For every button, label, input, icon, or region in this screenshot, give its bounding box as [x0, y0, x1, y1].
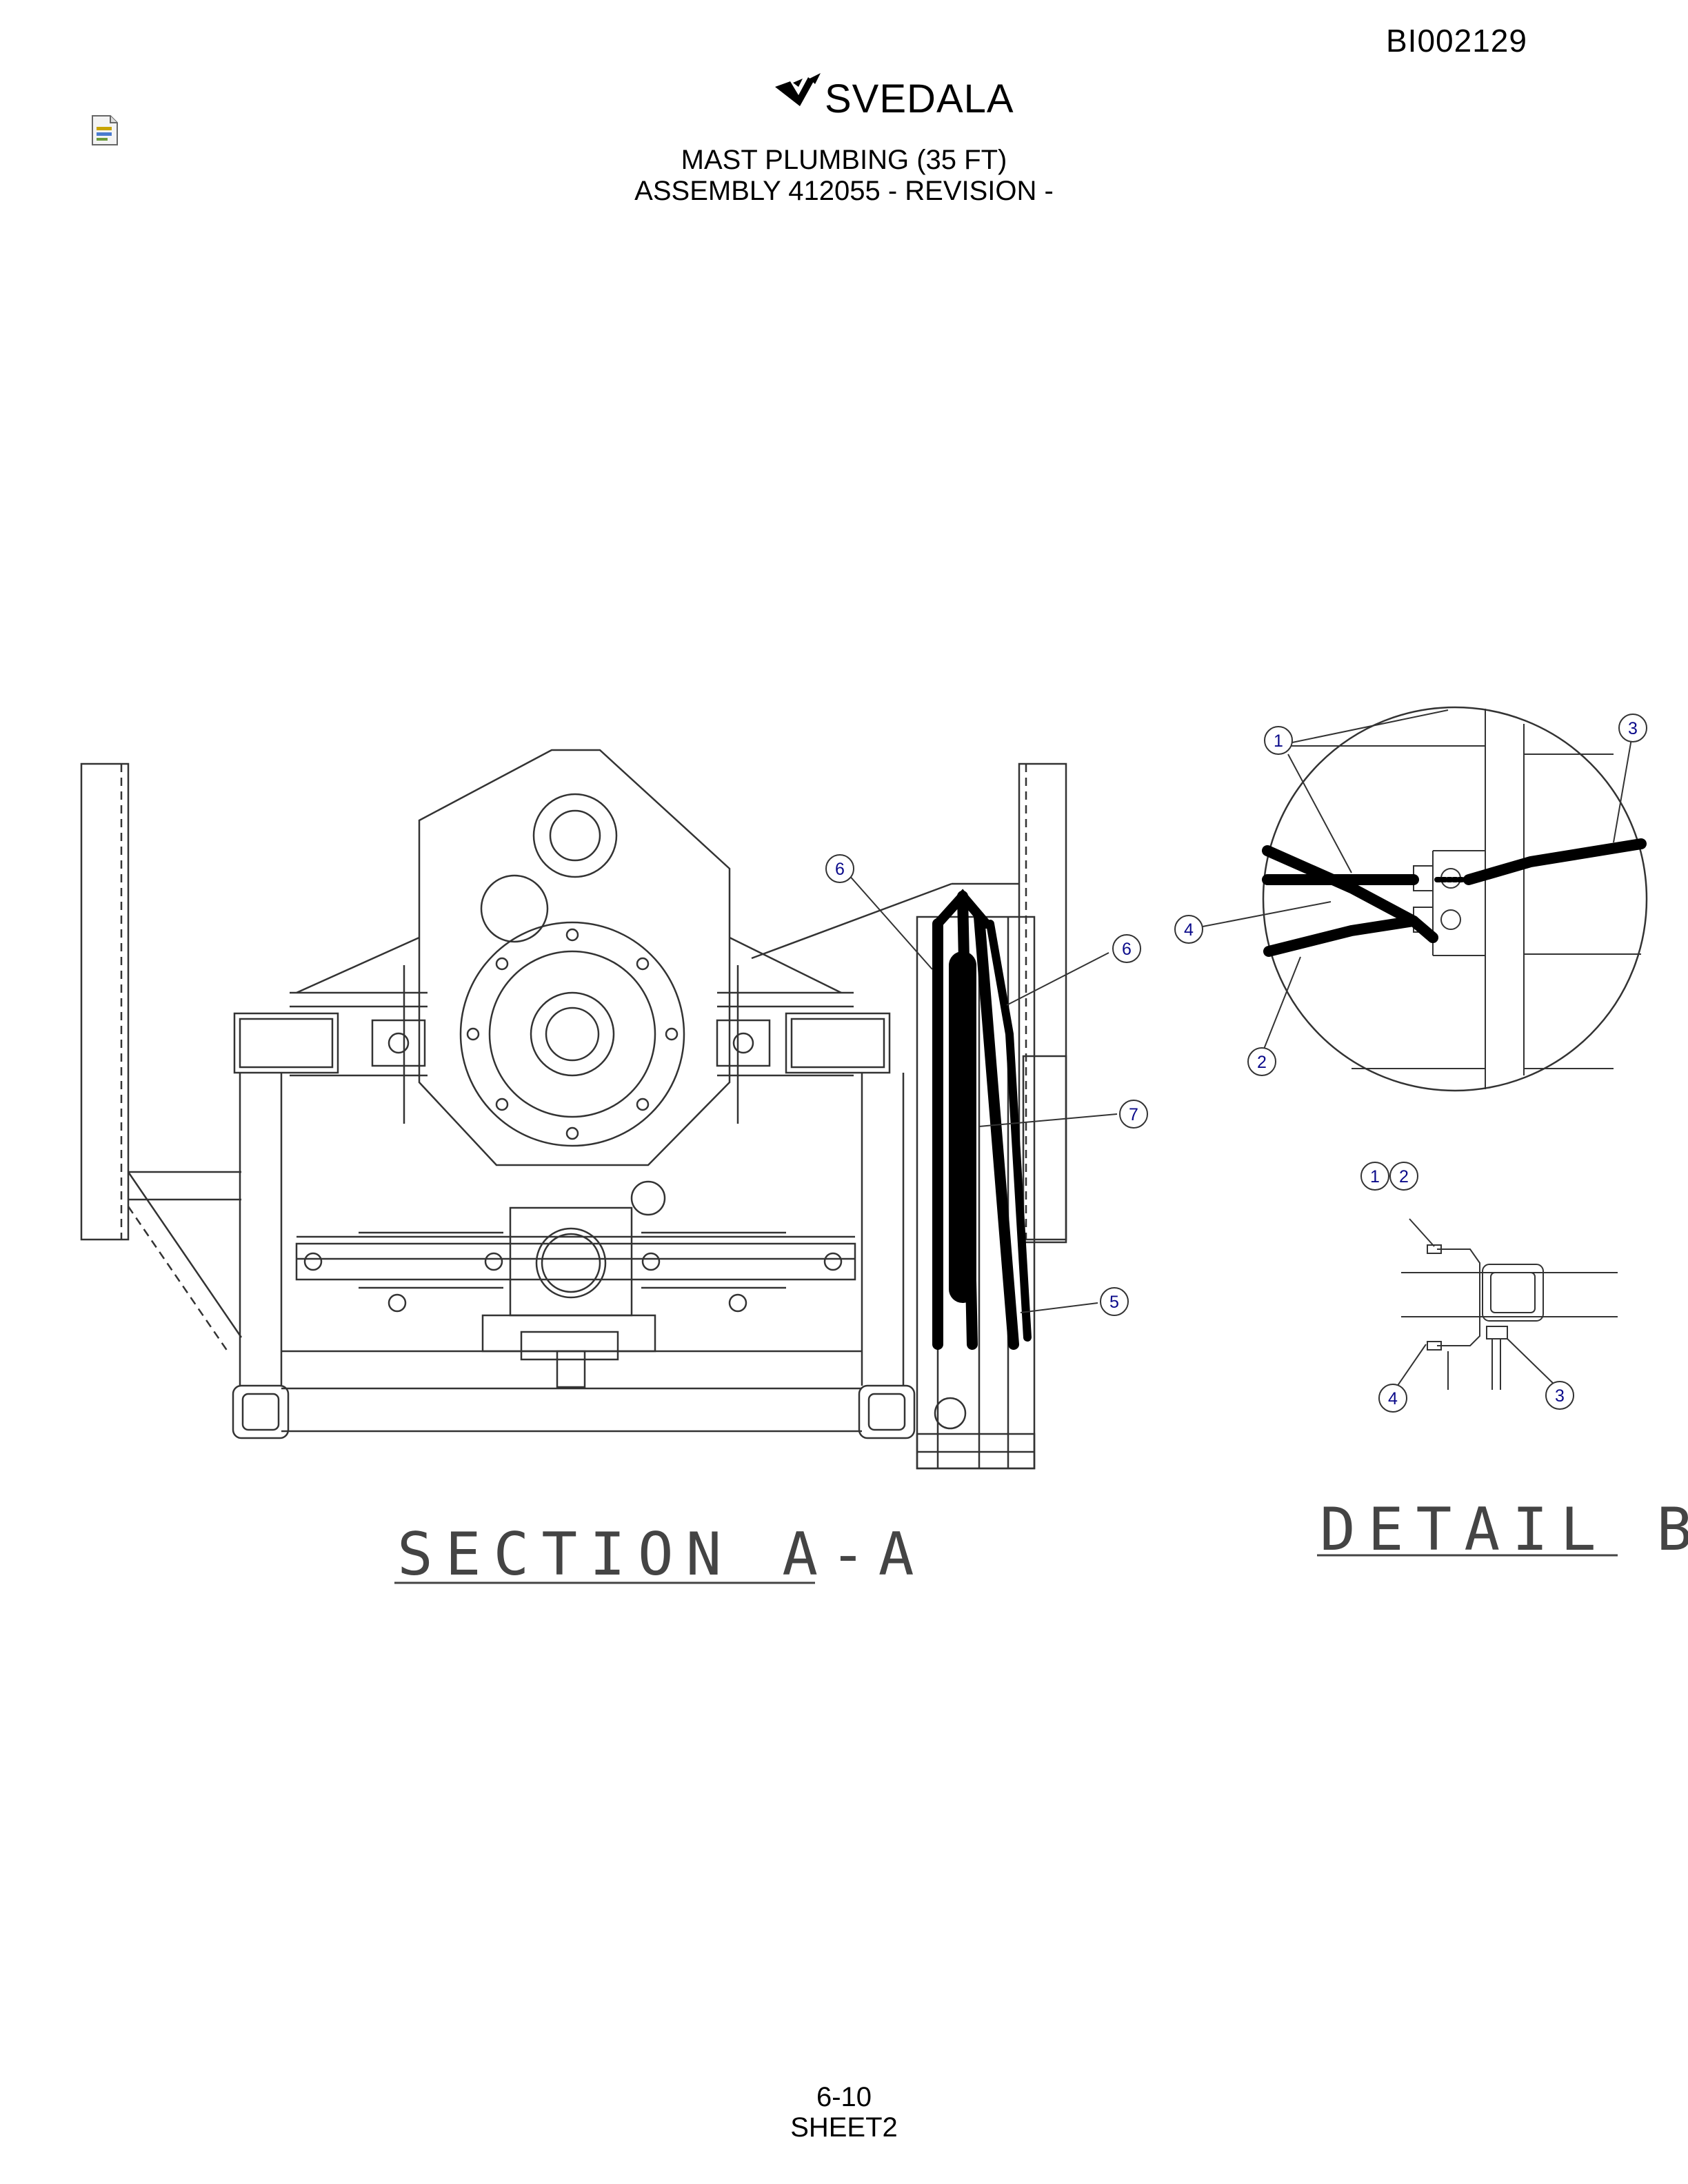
sheet-label: SHEET2 [790, 2112, 898, 2143]
svg-text:7: 7 [1129, 1105, 1138, 1124]
balloon-detail-4: 4 [1174, 915, 1203, 944]
balloon-detail-3: 3 [1618, 714, 1647, 742]
svg-text:3: 3 [1628, 719, 1638, 738]
section-a-a-label: SECTION A-A [397, 1520, 927, 1589]
svg-text:1: 1 [1370, 1167, 1380, 1186]
svedala-logo: SVEDALA [772, 72, 1014, 127]
balloon-small-1: 1 [1360, 1162, 1389, 1191]
balloon-detail-2: 2 [1247, 1047, 1276, 1076]
balloon-small-2: 2 [1389, 1162, 1418, 1191]
callout-balloons: 6 6 7 5 1 3 4 2 [825, 714, 1647, 1413]
balloon-section-6b: 6 [1112, 934, 1141, 963]
detail-b-label: DETAIL B [1320, 1495, 1688, 1564]
balloon-small-4: 4 [1378, 1384, 1407, 1413]
svg-text:6: 6 [1122, 940, 1132, 959]
drawing-title: MAST PLUMBING (35 FT) [681, 145, 1007, 175]
svg-text:5: 5 [1109, 1293, 1119, 1312]
svg-text:4: 4 [1388, 1389, 1398, 1408]
balloon-detail-1: 1 [1264, 726, 1293, 755]
detail-b-view [1395, 1218, 1618, 1390]
svedala-logo-icon [775, 73, 821, 106]
balloon-section-7: 7 [1119, 1100, 1148, 1129]
svg-text:6: 6 [835, 860, 845, 879]
balloon-section-6a: 6 [825, 854, 854, 883]
assembly-revision: ASSEMBLY 412055 - REVISION - [634, 176, 1054, 206]
svg-text:3: 3 [1555, 1386, 1565, 1406]
logo-text: SVEDALA [825, 77, 1014, 121]
svg-text:4: 4 [1184, 920, 1194, 940]
svg-text:1: 1 [1274, 731, 1283, 751]
document-id: BI002129 [1386, 23, 1527, 59]
section-leaders [847, 873, 1118, 1313]
svg-text:2: 2 [1257, 1053, 1267, 1072]
section-a-a-view [80, 749, 1067, 1470]
svg-text:2: 2 [1399, 1167, 1409, 1186]
balloon-section-5: 5 [1100, 1287, 1129, 1316]
detail-b-circle [1202, 706, 1648, 1092]
document-icon[interactable] [91, 114, 119, 146]
page-number: 6-10 [816, 2082, 872, 2112]
balloon-small-3: 3 [1545, 1381, 1574, 1410]
hydraulic-hoses [932, 889, 1032, 1350]
